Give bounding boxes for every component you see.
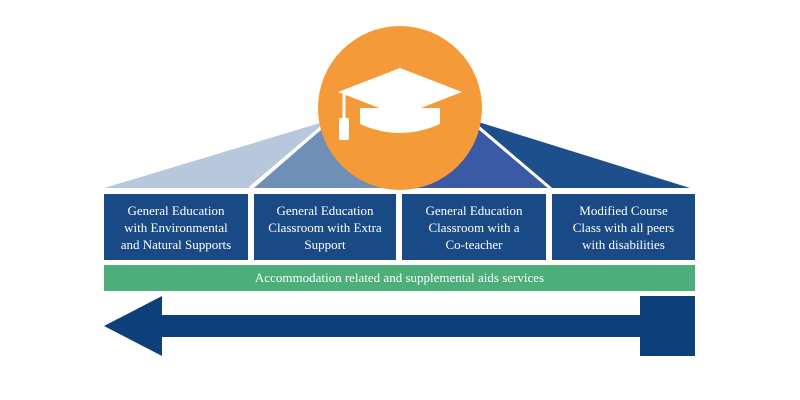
setting-label: Modified Course Class with all peers wit… [572, 202, 675, 252]
support-bar: Accommodation related and supplemental a… [104, 265, 695, 291]
setting-label: General Education Classroom with a Co-te… [425, 202, 523, 252]
support-bar-label: Accommodation related and supplemental a… [254, 270, 545, 285]
direction-arrow [104, 296, 695, 356]
setting-box: General Education with Environmental and… [104, 194, 248, 260]
setting-box: General Education Classroom with a Co-te… [402, 194, 546, 260]
setting-label: General Education Classroom with Extra S… [268, 202, 382, 252]
setting-label: General Education with Environmental and… [120, 202, 232, 252]
roof-segment-4 [472, 120, 690, 188]
roof-divider [249, 118, 331, 190]
graduation-cap-icon [338, 68, 462, 140]
setting-box: Modified Course Class with all peers wit… [552, 194, 695, 260]
setting-box: General Education Classroom with Extra S… [254, 194, 396, 260]
roof-divider [469, 118, 551, 190]
roof-segment-1 [104, 120, 330, 188]
